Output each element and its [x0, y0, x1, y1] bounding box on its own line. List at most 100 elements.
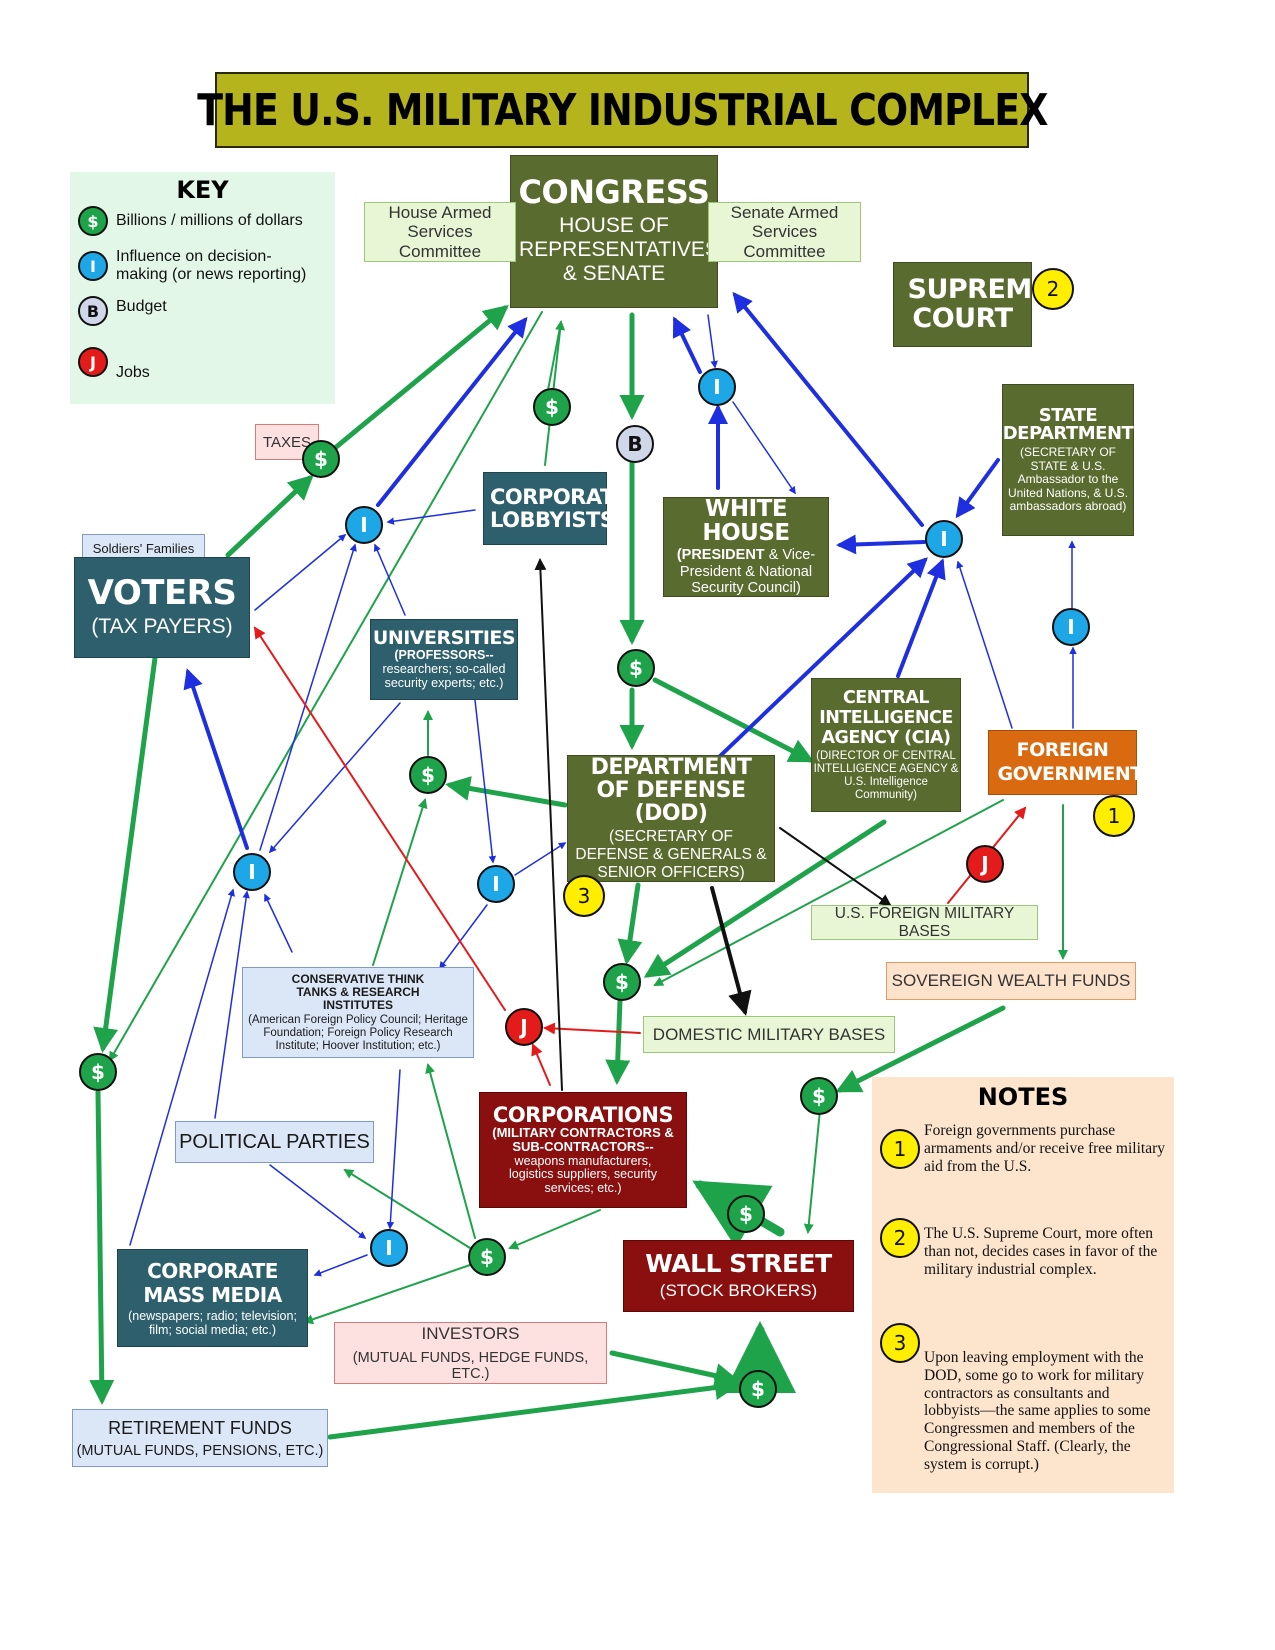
- congress-box: CONGRESS HOUSE OF REPRESENTATIVES & SENA…: [510, 155, 719, 308]
- dollar-icon: $: [533, 388, 571, 426]
- dollar-icon: $: [603, 963, 641, 1001]
- influence-icon: I: [477, 865, 515, 903]
- corporations-contractors: (MILITARY CONTRACTORS & SUB-CONTRACTORS-…: [492, 1125, 674, 1155]
- corporations-title: CORPORATIONS: [492, 1103, 674, 1128]
- key-item-dollars: $ Billions / millions of dollars: [78, 206, 303, 236]
- corporations-subtitle: weapons manufacturers, logistics supplie…: [509, 1153, 657, 1196]
- influence-icon: I: [698, 368, 736, 406]
- page-title: THE U.S. MILITARY INDUSTRIAL COMPLEX: [197, 72, 1048, 148]
- supreme-court-title: SUPREME COURT: [907, 274, 1051, 334]
- senate-committee-box: Senate Armed Services Committee: [708, 202, 861, 262]
- title-text: THE U.S. MILITARY INDUSTRIAL COMPLEX: [196, 84, 1048, 136]
- universities-title: UNIVERSITIES: [372, 626, 516, 649]
- dollar-icon: $: [800, 1077, 838, 1115]
- investors-box: INVESTORS (MUTUAL FUNDS, HEDGE FUNDS, ET…: [334, 1322, 607, 1384]
- political-parties-label: POLITICAL PARTIES: [179, 1130, 370, 1153]
- corporate-lobbyists-box: CORPORATE LOBBYISTS: [483, 472, 628, 545]
- key-item-label: Influence on decision-making (or news re…: [116, 248, 307, 284]
- senate-committee-label: Senate Armed Services Committee: [730, 202, 839, 261]
- political-parties-box: POLITICAL PARTIES: [175, 1121, 374, 1163]
- key-item-label: Jobs: [116, 364, 150, 381]
- think-tanks-subtitle: (American Foreign Policy Council; Herita…: [248, 1014, 468, 1052]
- key-legend: KEY $ Billions / millions of dollars I I…: [70, 172, 335, 404]
- state-department-subtitle: (SECRETARY OF STATE & U.S. Ambassador to…: [1007, 445, 1129, 514]
- mass-media-box: CORPORATE MASS MEDIA (newspapers; radio;…: [117, 1249, 308, 1347]
- dollar-icon: $: [78, 206, 108, 236]
- dollar-icon: $: [302, 440, 340, 478]
- state-department-box: STATE DEPARTMENT (SECRETARY OF STATE & U…: [1002, 384, 1134, 536]
- wall-street-box: WALL STREET (STOCK BROKERS): [623, 1240, 854, 1312]
- universities-subtitle: researchers; so-called security experts;…: [382, 662, 506, 691]
- note-3-marker: 3: [563, 875, 605, 917]
- domestic-bases-label: DOMESTIC MILITARY BASES: [652, 1024, 886, 1044]
- sovereign-wealth-box: SOVEREIGN WEALTH FUNDS: [886, 962, 1136, 1000]
- key-item-label: Billions / millions of dollars: [116, 211, 303, 229]
- voters-title: VOTERS: [87, 572, 237, 613]
- key-item-influence: I Influence on decision-making (or news …: [78, 248, 316, 285]
- influence-icon: I: [370, 1229, 408, 1267]
- universities-box: UNIVERSITIES (PROFESSORS-- researchers; …: [370, 619, 518, 700]
- influence-icon: I: [1052, 608, 1090, 646]
- note-1-marker: 1: [1093, 795, 1135, 837]
- note-2-marker: 2: [1032, 268, 1074, 310]
- dollar-icon: $: [739, 1370, 777, 1408]
- investors-subtitle: (MUTUAL FUNDS, HEDGE FUNDS, ETC.): [352, 1350, 589, 1382]
- corporate-lobbyists-title: CORPORATE LOBBYISTS: [490, 485, 628, 532]
- white-house-president: (PRESIDENT: [676, 547, 765, 564]
- budget-icon: B: [78, 296, 108, 326]
- supreme-court-box: SUPREME COURT: [893, 262, 1051, 347]
- cia-title: CENTRAL INTELLIGENCE AGENCY (CIA): [819, 688, 953, 749]
- foreign-bases-label: U.S. FOREIGN MILITARY BASES: [834, 904, 1015, 940]
- dollar-icon: $: [468, 1238, 506, 1276]
- note-1-number: 1: [880, 1129, 920, 1169]
- wall-street-subtitle: (STOCK BROKERS): [659, 1281, 818, 1301]
- house-committee-box: House Armed Services Committee: [364, 202, 516, 262]
- note-3-number: 3: [880, 1323, 920, 1363]
- retirement-funds-box: RETIREMENT FUNDS (MUTUAL FUNDS, PENSIONS…: [72, 1409, 328, 1467]
- state-department-title: STATE DEPARTMENT: [1002, 404, 1134, 445]
- notes-panel: NOTES 1 Foreign governments purchase arm…: [872, 1077, 1174, 1493]
- universities-professors: (PROFESSORS--: [394, 648, 494, 663]
- mass-media-title: CORPORATE MASS MEDIA: [143, 1259, 282, 1307]
- domestic-bases-box: DOMESTIC MILITARY BASES: [643, 1016, 895, 1053]
- influence-icon: I: [345, 506, 383, 544]
- house-committee-label: House Armed Services Committee: [388, 202, 492, 261]
- budget-icon: B: [616, 425, 654, 463]
- jobs-icon: J: [966, 845, 1004, 883]
- dod-subtitle: (SECRETARY OF DEFENSE & GENERALS & SENIO…: [575, 827, 767, 881]
- jobs-icon: J: [78, 347, 108, 378]
- white-house-title: WHITE HOUSE: [702, 495, 790, 546]
- note-3-text: Upon leaving employment with the DOD, so…: [924, 1349, 1151, 1473]
- retirement-funds-title: RETIREMENT FUNDS: [108, 1417, 292, 1438]
- dollar-icon: $: [409, 756, 447, 794]
- foreign-bases-box: U.S. FOREIGN MILITARY BASES: [811, 905, 1038, 940]
- dod-title: DEPARTMENT OF DEFENSE (DOD): [590, 754, 752, 826]
- think-tanks-box: CONSERVATIVE THINK TANKS & RESEARCH INST…: [242, 967, 474, 1058]
- soldiers-families-label: Soldiers' Families: [92, 541, 195, 556]
- wall-street-title: WALL STREET: [645, 1248, 832, 1278]
- dollar-icon: $: [79, 1053, 117, 1091]
- congress-title: CONGRESS: [518, 173, 710, 212]
- sovereign-wealth-label: SOVEREIGN WEALTH FUNDS: [891, 971, 1131, 990]
- dollar-icon: $: [617, 649, 655, 687]
- retirement-funds-subtitle: (MUTUAL FUNDS, PENSIONS, ETC.): [76, 1442, 324, 1459]
- dod-box: DEPARTMENT OF DEFENSE (DOD) (SECRETARY O…: [567, 755, 775, 882]
- taxes-label: TAXES: [262, 433, 312, 451]
- influence-icon: I: [233, 853, 271, 891]
- voters-subtitle: (TAX PAYERS): [91, 615, 233, 639]
- investors-title: INVESTORS: [421, 1324, 520, 1343]
- key-item-jobs: J Jobs: [78, 342, 150, 382]
- key-item-budget: B Budget: [78, 296, 167, 326]
- influence-icon: I: [925, 520, 963, 558]
- voters-box: VOTERS (TAX PAYERS): [74, 557, 250, 658]
- influence-icon: I: [78, 251, 108, 282]
- white-house-subtitle: & Vice-President & National Security Cou…: [679, 547, 816, 597]
- note-2-number: 2: [880, 1218, 920, 1258]
- cia-box: CENTRAL INTELLIGENCE AGENCY (CIA) (DIREC…: [811, 678, 961, 812]
- mass-media-subtitle: (newspapers; radio; television; film; so…: [128, 1309, 297, 1337]
- foreign-governments-title: FOREIGN GOVERNMENTS: [997, 738, 1157, 785]
- key-heading: KEY: [176, 176, 229, 204]
- corporations-box: CORPORATIONS (MILITARY CONTRACTORS & SUB…: [479, 1092, 687, 1208]
- think-tanks-title: CONSERVATIVE THINK TANKS & RESEARCH INST…: [291, 971, 425, 1013]
